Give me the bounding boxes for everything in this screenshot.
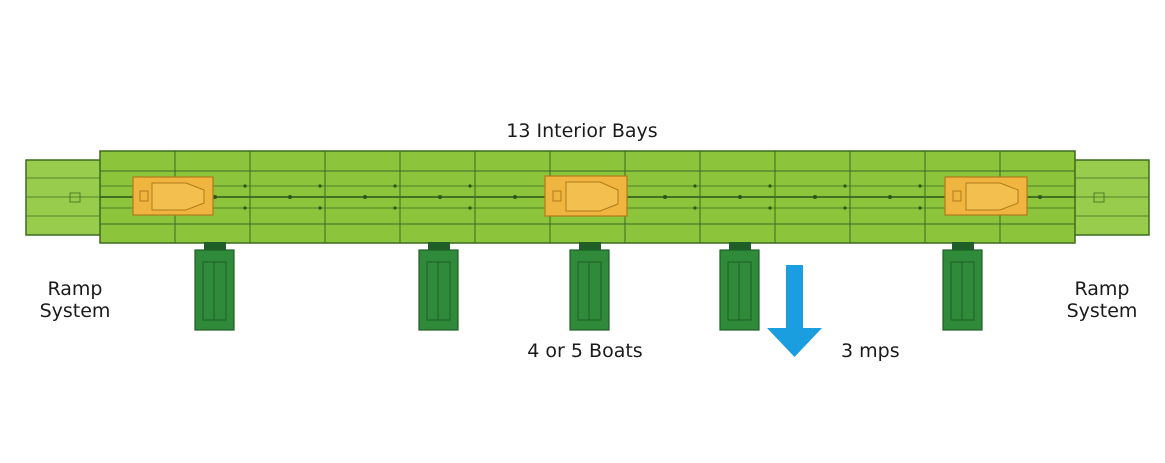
ramp-left: [25, 159, 103, 236]
boat-4: [719, 242, 760, 331]
current-arrow-icon: [767, 265, 822, 357]
ramp-system-left-label: Ramp System: [30, 278, 120, 322]
boat-3: [569, 242, 610, 331]
boat-2: [418, 242, 459, 331]
ramp-left-line1: Ramp: [47, 278, 103, 300]
ramp-left-line2: System: [39, 300, 111, 322]
vehicle-1: [132, 176, 214, 216]
vehicle-2: [544, 175, 628, 217]
vehicle-3: [944, 176, 1028, 216]
ramp-right-line2: System: [1066, 300, 1138, 322]
ramp-right-line1: Ramp: [1074, 278, 1130, 300]
boat-1: [194, 242, 235, 331]
ramp-system-right-label: Ramp System: [1057, 278, 1147, 322]
interior-bays-label: 13 Interior Bays: [506, 120, 658, 142]
boats-label: 4 or 5 Boats: [527, 340, 643, 362]
ramp-right: [1072, 159, 1150, 236]
boat-5: [942, 242, 983, 331]
current-speed-label: 3 mps: [841, 340, 900, 362]
